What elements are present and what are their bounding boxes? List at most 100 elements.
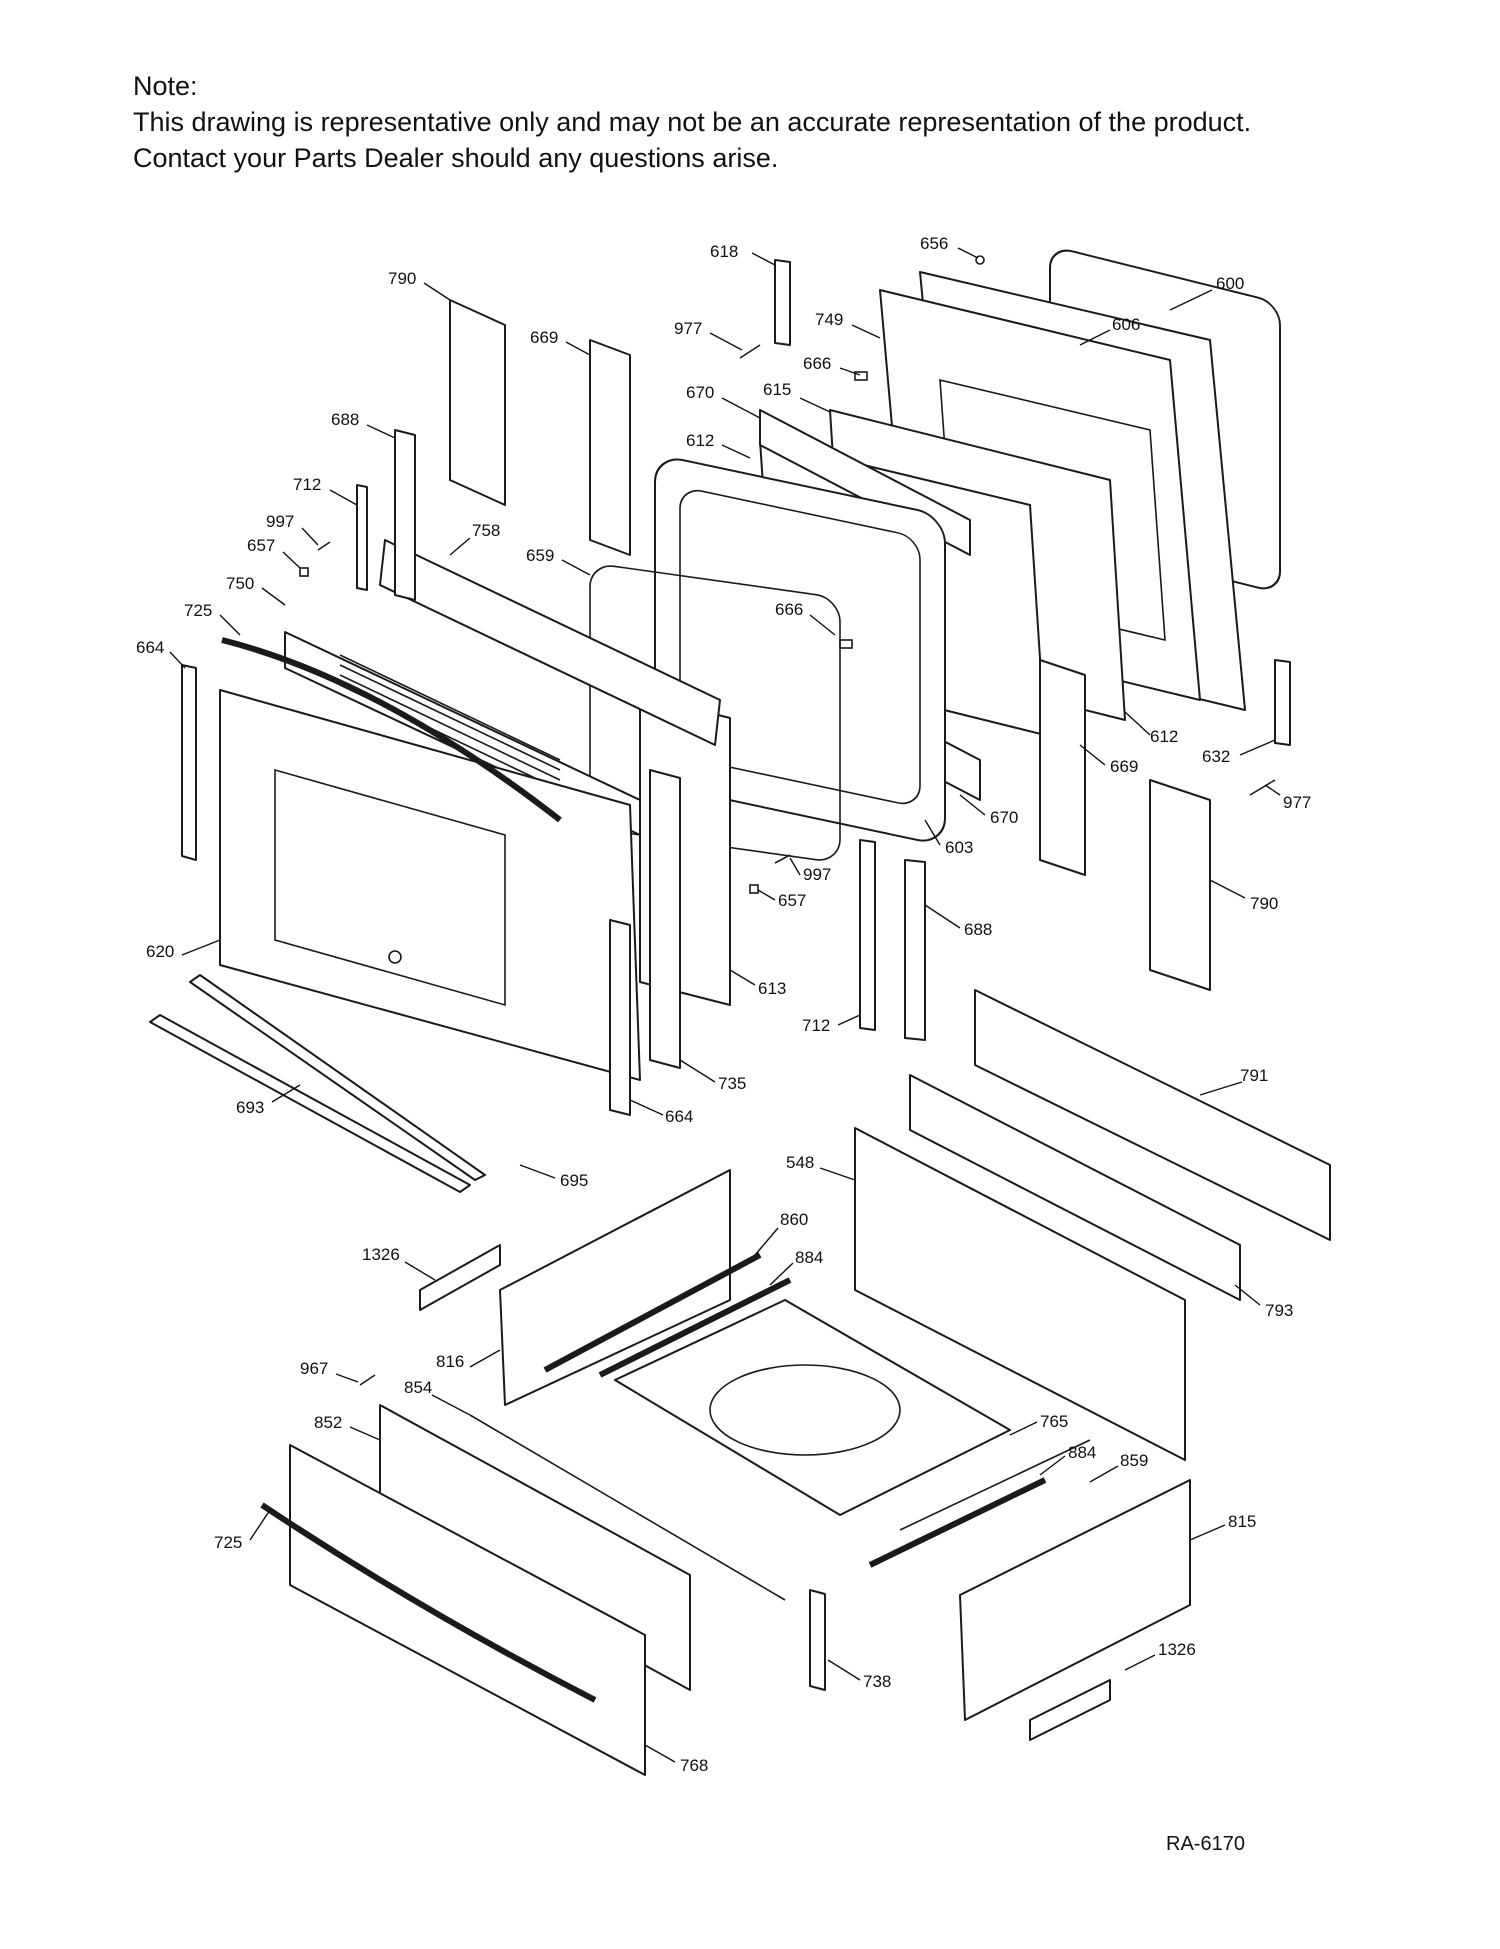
label-657-mid: 657 — [778, 891, 806, 910]
part-labels: 618 656 600 790 977 749 606 669 666 670 … — [136, 234, 1311, 1775]
part-815-right-panel — [959, 1479, 1191, 1721]
label-657-top: 657 — [247, 536, 275, 555]
label-790-right: 790 — [1250, 894, 1278, 913]
label-768: 768 — [680, 1756, 708, 1775]
part-669-right-insulation — [1039, 659, 1086, 876]
label-618: 618 — [710, 242, 738, 261]
label-620: 620 — [146, 942, 174, 961]
label-600: 600 — [1216, 274, 1244, 293]
part-738-drawer-trim — [809, 1589, 826, 1691]
label-758: 758 — [472, 521, 500, 540]
label-884-top: 884 — [795, 1248, 823, 1267]
label-666-mid: 666 — [775, 600, 803, 619]
part-618-upper-hinge — [774, 259, 791, 346]
upper-door-assembly — [149, 249, 1291, 1193]
part-657-upper-clip — [299, 567, 309, 577]
disclaimer-note: Note: This drawing is representative onl… — [133, 68, 1251, 176]
label-790-top: 790 — [388, 269, 416, 288]
label-612-right: 612 — [1150, 727, 1178, 746]
part-1326-right-clip — [1029, 1679, 1111, 1741]
label-656: 656 — [920, 234, 948, 253]
label-670-right: 670 — [990, 808, 1018, 827]
label-670-top: 670 — [686, 383, 714, 402]
part-854-trim-strip — [469, 1414, 786, 1601]
part-758-vent-trim — [379, 539, 721, 746]
part-859-trim-strip — [899, 1439, 1091, 1531]
label-612-top: 612 — [686, 431, 714, 450]
part-656-screw — [975, 255, 985, 265]
part-695-bottom-strip — [189, 974, 486, 1181]
label-735: 735 — [718, 1074, 746, 1093]
label-977-top: 977 — [674, 319, 702, 338]
label-738: 738 — [863, 1672, 891, 1691]
label-793: 793 — [1265, 1301, 1293, 1320]
part-725-upper-handle — [221, 637, 562, 823]
label-750: 750 — [226, 574, 254, 593]
label-997-mid: 997 — [803, 865, 831, 884]
label-967: 967 — [300, 1359, 328, 1378]
label-765: 765 — [1040, 1412, 1068, 1431]
note-heading: Note: — [133, 71, 198, 101]
part-790-left-insulation — [449, 299, 506, 506]
part-997-lower-screw — [774, 854, 791, 864]
part-884-upper-slide — [598, 1277, 792, 1378]
label-606: 606 — [1112, 315, 1140, 334]
label-854: 854 — [404, 1378, 432, 1397]
label-632: 632 — [1202, 747, 1230, 766]
part-790-right-insulation — [1149, 779, 1211, 991]
label-666-top: 666 — [803, 354, 831, 373]
part-768-drawer-front — [289, 1444, 646, 1776]
label-884-bottom: 884 — [1068, 1443, 1096, 1462]
label-712-mid: 712 — [802, 1016, 830, 1035]
label-791: 791 — [1240, 1066, 1268, 1085]
label-615: 615 — [763, 380, 791, 399]
part-664-left-rail — [181, 664, 197, 861]
part-997-upper-screw — [317, 541, 331, 551]
label-725-bottom: 725 — [214, 1533, 242, 1552]
label-695: 695 — [560, 1171, 588, 1190]
label-860: 860 — [780, 1210, 808, 1229]
part-632-lower-hinge — [1274, 659, 1291, 746]
lower-drawer-assembly — [260, 989, 1331, 1776]
note-line-1: This drawing is representative only and … — [133, 107, 1252, 137]
label-977-right: 977 — [1283, 793, 1311, 812]
label-603: 603 — [945, 838, 973, 857]
label-816: 816 — [436, 1352, 464, 1371]
label-688-top: 688 — [331, 410, 359, 429]
part-664-right-rail — [609, 919, 631, 1116]
label-725-top: 725 — [184, 601, 212, 620]
part-1326-left-clip — [419, 1244, 501, 1311]
part-977-upper-screw — [739, 344, 761, 359]
part-688-right-hinge-bracket — [904, 859, 926, 1041]
label-613: 613 — [758, 979, 786, 998]
part-657-lower-clip — [749, 884, 759, 894]
label-659: 659 — [526, 546, 554, 565]
part-735-side-trim — [649, 769, 681, 1069]
part-693-bottom-trim — [149, 1014, 471, 1193]
part-712-right-hinge-strip — [859, 839, 876, 1031]
label-664-right: 664 — [665, 1107, 693, 1126]
part-712-left-hinge-strip — [356, 484, 368, 591]
part-669-left-insulation — [589, 339, 631, 556]
part-620-window — [274, 768, 506, 1007]
part-793-side-insulation — [909, 1074, 1241, 1301]
label-548: 548 — [786, 1153, 814, 1172]
part-791-rear-insulation — [974, 989, 1331, 1241]
part-688-left-hinge-bracket — [394, 429, 416, 601]
label-815: 815 — [1228, 1512, 1256, 1531]
part-666-lower-clip — [839, 639, 853, 649]
part-725-lower-handle — [260, 1502, 597, 1703]
note-line-2: Contact your Parts Dealer should any que… — [133, 143, 779, 173]
part-548-back-panel — [854, 1127, 1186, 1461]
label-669-top: 669 — [530, 328, 558, 347]
part-816-left-panel — [499, 1169, 731, 1406]
part-765-drawer-pan — [614, 1299, 1011, 1516]
part-860-drawer-rail — [543, 1252, 762, 1373]
part-884-lower-slide — [868, 1477, 1047, 1568]
label-997-top: 997 — [266, 512, 294, 531]
label-852: 852 — [314, 1413, 342, 1432]
label-1326-right: 1326 — [1158, 1640, 1196, 1659]
diagram-code: RA-6170 — [1166, 1833, 1245, 1855]
part-977-lower-screw — [1249, 779, 1276, 796]
